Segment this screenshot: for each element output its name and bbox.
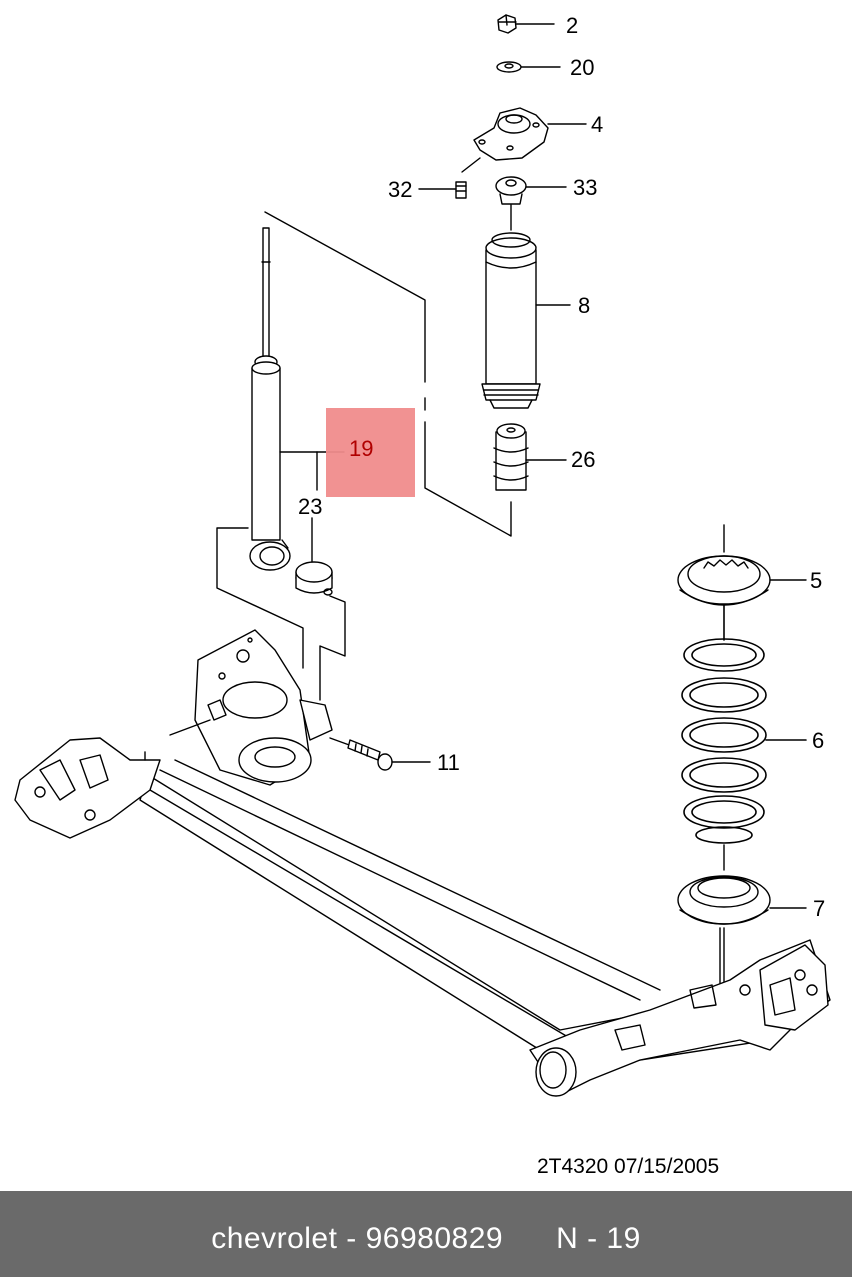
callout-32: 32 xyxy=(388,177,413,202)
part-11-bolt xyxy=(329,737,431,771)
part-20-washer xyxy=(496,61,561,73)
callout-26: 26 xyxy=(571,447,596,472)
footer-text: chevrolet - 96980829 N - 19 xyxy=(211,1222,641,1255)
callout-6: 6 xyxy=(812,728,825,753)
callout-4: 4 xyxy=(591,112,604,137)
shock-group-outline xyxy=(264,211,512,537)
callout-20: 20 xyxy=(570,55,595,80)
part-23-bushing xyxy=(295,451,333,596)
shock-mount-outline xyxy=(216,527,346,701)
part-32-bolt xyxy=(418,157,481,199)
part-8-dust-boot xyxy=(481,232,571,409)
callout-19-highlighted: 19 xyxy=(349,436,374,461)
part-5-upper-spring-seat xyxy=(677,524,807,606)
callout-23: 23 xyxy=(298,494,323,519)
part-6-coil-spring xyxy=(681,604,807,844)
callout-8: 8 xyxy=(578,293,591,318)
highlight-box xyxy=(326,408,415,497)
suspension-exploded-diagram xyxy=(14,14,831,1097)
callout-11: 11 xyxy=(437,750,460,775)
callout-5: 5 xyxy=(810,568,823,593)
part-2-nut xyxy=(497,14,555,34)
part-4-top-mount xyxy=(473,107,587,161)
callout-7: 7 xyxy=(813,896,826,921)
drawing-code: 2T4320 07/15/2005 xyxy=(537,1155,720,1178)
callout-33: 33 xyxy=(573,175,598,200)
rear-axle-beam xyxy=(14,629,831,1097)
callout-2: 2 xyxy=(566,13,579,38)
part-33-bushing xyxy=(495,176,567,231)
part-26-bump-stop xyxy=(493,423,567,491)
footer-bar: chevrolet - 96980829 N - 19 xyxy=(0,1191,852,1277)
part-19-shock-absorber xyxy=(249,227,345,571)
